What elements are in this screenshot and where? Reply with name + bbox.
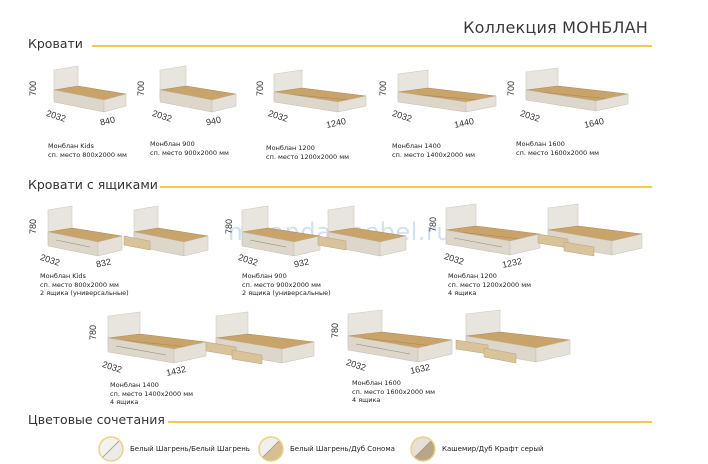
color-combo-label: Кашемир/Дуб Крафт серый [442,445,544,453]
drawer-bed-open-image [205,311,315,365]
drawer-bed-name: Монблан Kids [40,272,86,280]
bed-image [397,69,497,113]
bed-width: 940 [205,114,222,128]
drawer-bed-image [107,311,207,364]
drawer-bed-extra: 4 ящика [352,396,381,404]
drawer-bed-extra: 4 ящика [110,398,139,406]
bed-caption: Монблан 1600 сп. место 1600х2000 мм [516,140,599,157]
color-swatch-icon [258,436,284,462]
bed-name: Монблан 1400 [392,142,441,150]
drawer-bed-open-image [455,309,571,364]
drawer-bed-spec: сп. место 1600х2000 мм [352,387,436,396]
bed-height: 700 [255,80,265,96]
section-drawer-beds-title: Кровати с ящиками [28,177,158,192]
drawer-bed-height: 780 [330,322,340,338]
drawer-bed-width: 932 [293,256,310,270]
bed-spec: сп. место 900х2000 мм [150,148,229,157]
color-combo-label: Белый Шагрень/Дуб Сонома [290,445,395,453]
bed-name: Монблан 1200 [266,144,315,152]
bed-height: 700 [136,80,146,96]
section-colors-title: Цветовые сочетания [28,412,165,427]
drawer-bed-name: Монблан 1200 [448,272,497,280]
drawer-bed-width: 832 [95,256,112,270]
drawer-bed-extra: 4 ящика [448,289,477,297]
bed-name: Монблан 1600 [516,140,565,148]
bed-caption: Монблан 1400 сп. место 1400х2000 мм [392,142,475,159]
bed-caption: Монблан 900 сп. место 900х2000 мм [150,140,229,157]
drawer-bed-spec: сп. место 800х2000 мм [40,280,119,289]
drawer-bed-open-image [123,205,209,257]
bed-image [525,67,629,112]
drawer-bed-height: 780 [88,324,98,340]
drawer-bed-image [445,203,541,256]
drawer-bed-height: 780 [224,218,234,234]
collection-title: Коллекция МОНБЛАН [463,18,648,37]
bed-spec: сп. место 1400х2000 мм [392,150,476,159]
bed-name: Монблан Kids [48,142,94,150]
drawer-bed-caption: Монблан 1400 сп. место 1400х2000 мм 4 ящ… [110,381,193,407]
drawer-bed-image [241,205,321,257]
drawer-bed-caption: Монблан 900 сп. место 900х2000 мм 2 ящик… [242,272,331,298]
bed-width: 840 [99,114,116,128]
drawer-bed-caption: Монблан Kids сп. место 800х2000 мм 2 ящи… [40,272,129,298]
color-swatch-icon [98,436,124,462]
drawer-bed-image [47,205,123,257]
drawer-bed-height: 780 [28,218,38,234]
drawer-bed-open-image [317,205,407,257]
drawer-bed-open-image [537,203,643,257]
drawer-bed-extra: 2 ящика (универсальные) [40,289,129,297]
section-colors-rule [168,421,652,423]
bed-caption: Монблан Kids сп. место 800х2000 мм [48,142,127,159]
color-swatch-icon [410,436,436,462]
drawer-bed-spec: сп. место 1400х2000 мм [110,389,194,398]
section-drawer-beds-rule [160,186,652,188]
bed-image [53,65,127,113]
bed-height: 700 [28,80,38,96]
section-beds-title: Кровати [28,36,83,51]
drawer-bed-height: 780 [428,216,438,232]
section-beds-rule [92,45,652,47]
drawer-bed-caption: Монблан 1200 сп. место 1200х2000 мм 4 ящ… [448,272,531,298]
bed-spec: сп. место 1200х2000 мм [266,152,350,161]
bed-name: Монблан 900 [150,140,195,148]
bed-height: 700 [506,80,516,96]
drawer-bed-spec: сп. место 900х2000 мм [242,280,321,289]
drawer-bed-caption: Монблан 1600 сп. место 1600х2000 мм 4 ящ… [352,379,435,405]
bed-caption: Монблан 1200 сп. место 1200х2000 мм [266,144,349,161]
bed-spec: сп. место 1600х2000 мм [516,148,600,157]
drawer-bed-spec: сп. место 1200х2000 мм [448,280,532,289]
color-combo-label: Белый Шагрень/Белый Шагрень [130,445,250,453]
drawer-bed-name: Монблан 1400 [110,381,159,389]
drawer-bed-image [347,309,453,363]
drawer-bed-extra: 2 ящика (универсальные) [242,289,331,297]
drawer-bed-name: Монблан 900 [242,272,287,280]
bed-image [159,65,237,113]
bed-image [273,69,367,113]
bed-height: 700 [378,80,388,96]
bed-spec: сп. место 800х2000 мм [48,150,127,159]
drawer-bed-name: Монблан 1600 [352,379,401,387]
